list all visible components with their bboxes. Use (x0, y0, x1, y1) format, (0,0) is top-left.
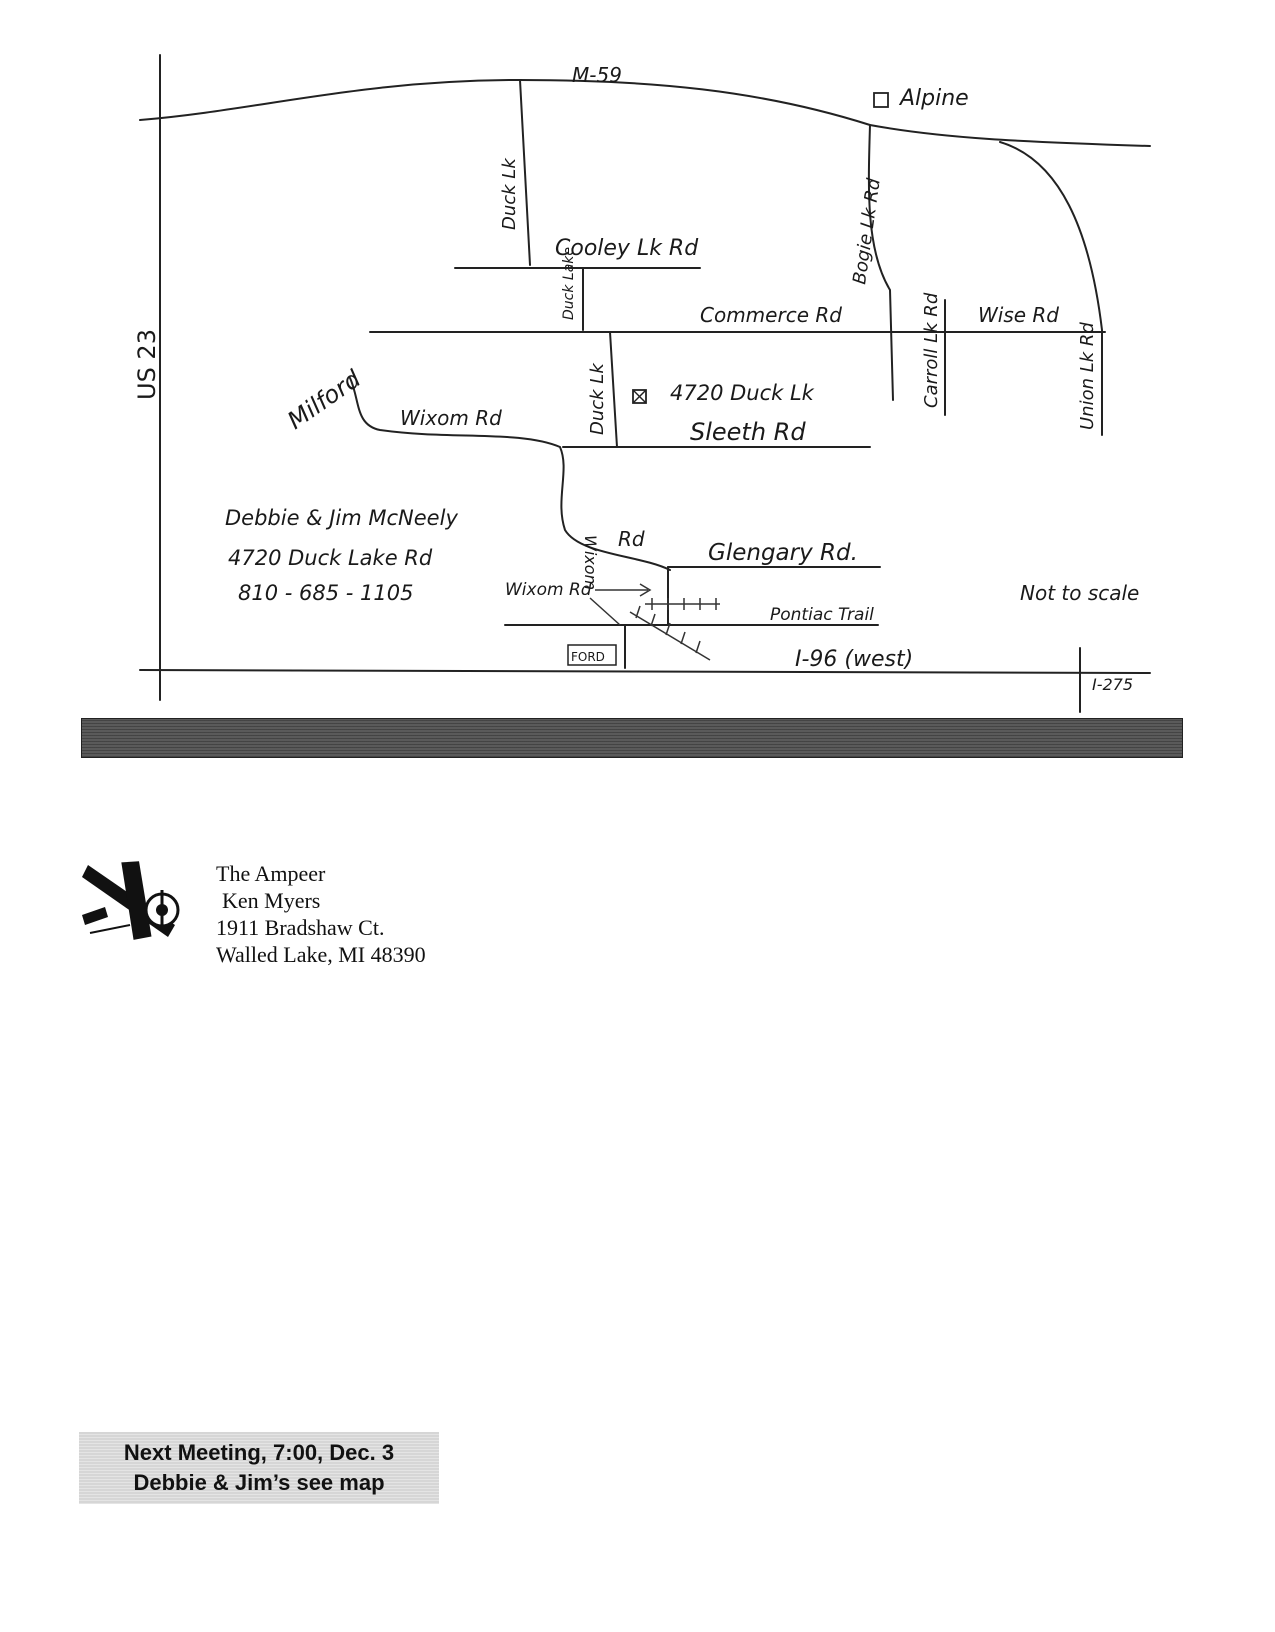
label-alpine: Alpine (898, 86, 969, 111)
label-wise: Wise Rd (978, 303, 1059, 327)
m59-road (139, 78, 1151, 147)
label-duck-lake-short: Duck Lake (561, 247, 577, 320)
mailer-address: The Ampeer Ken Myers 1911 Bradshaw Ct. W… (216, 860, 426, 968)
wixom-arrow-head (639, 583, 652, 597)
union-lk-road (999, 141, 1103, 436)
mailer-line-3: 1911 Bradshaw Ct. (216, 915, 385, 940)
hand-drawn-map: M-59 Alpine Duck Lk Cooley Lk Rd Duck La… (0, 0, 1275, 720)
label-wixom-vertical: Wixom (581, 535, 600, 590)
railroad-track (629, 611, 711, 661)
label-sleeth: Sleeth Rd (690, 418, 806, 446)
mailer-line-4: Walled Lake, MI 48390 (216, 942, 426, 967)
label-pontiac-trail: Pontiac Trail (770, 605, 874, 625)
label-i96: I-96 (west) (795, 647, 913, 672)
host-names: Debbie & Jim McNeely (225, 506, 458, 530)
duck-lk-north-road (519, 79, 531, 266)
label-wixom-rd-curve: Rd (618, 527, 645, 551)
ford-arrow-line (589, 597, 621, 626)
divider-bar (81, 718, 1183, 758)
ford-box (567, 644, 617, 666)
label-duck-lk-north: Duck Lk (499, 157, 520, 230)
label-carroll: Carroll Lk Rd (921, 292, 942, 408)
label-cooley: Cooley Lk Rd (555, 236, 699, 261)
label-us23: US 23 (133, 329, 161, 400)
mailer-line-2: Ken Myers (222, 888, 321, 913)
label-commerce: Commerce Rd (700, 303, 842, 327)
label-wixom-rd-arrow: Wixom Rd (505, 580, 592, 600)
label-house-address: 4720 Duck Lk (670, 381, 815, 405)
host-address: 4720 Duck Lake Rd (228, 546, 433, 570)
airplane-icon (82, 861, 180, 940)
railroad-ties (635, 605, 701, 654)
house-marker-icon (632, 389, 647, 404)
label-i275: I-275 (1092, 675, 1133, 694)
label-wixom-rd-west: Wixom Rd (400, 406, 502, 430)
mailer-line-1: The Ampeer (216, 861, 326, 886)
label-glengary: Glengary Rd. (708, 540, 858, 566)
host-phone: 810 - 685 - 1105 (238, 581, 413, 605)
label-not-to-scale: Not to scale (1020, 581, 1139, 605)
label-m59: M-59 (572, 63, 622, 87)
railroad-crossing (645, 598, 720, 610)
next-meeting-box: Next Meeting, 7:00, Dec. 3 Debbie & Jim’… (79, 1432, 439, 1504)
map-drawing: M-59 Alpine Duck Lk Cooley Lk Rd Duck La… (133, 54, 1151, 713)
i96-road (139, 669, 1151, 674)
wixom-rd-curve-road (349, 377, 671, 571)
return-address-block: The Ampeer Ken Myers 1911 Bradshaw Ct. W… (80, 855, 780, 985)
label-milford: Milford (282, 364, 366, 435)
house-marker-cross-b (632, 389, 647, 404)
duck-lk-mid-road (609, 331, 618, 448)
bogie-lk-road (867, 124, 894, 401)
label-duck-lk-mid: Duck Lk (587, 362, 608, 435)
alpine-marker (873, 92, 889, 108)
label-ford: FORD (571, 650, 605, 664)
meeting-line-2: Debbie & Jim’s see map (133, 1470, 385, 1495)
meeting-line-1: Next Meeting, 7:00, Dec. 3 (123, 1440, 395, 1465)
label-union: Union Lk Rd (1077, 322, 1098, 430)
